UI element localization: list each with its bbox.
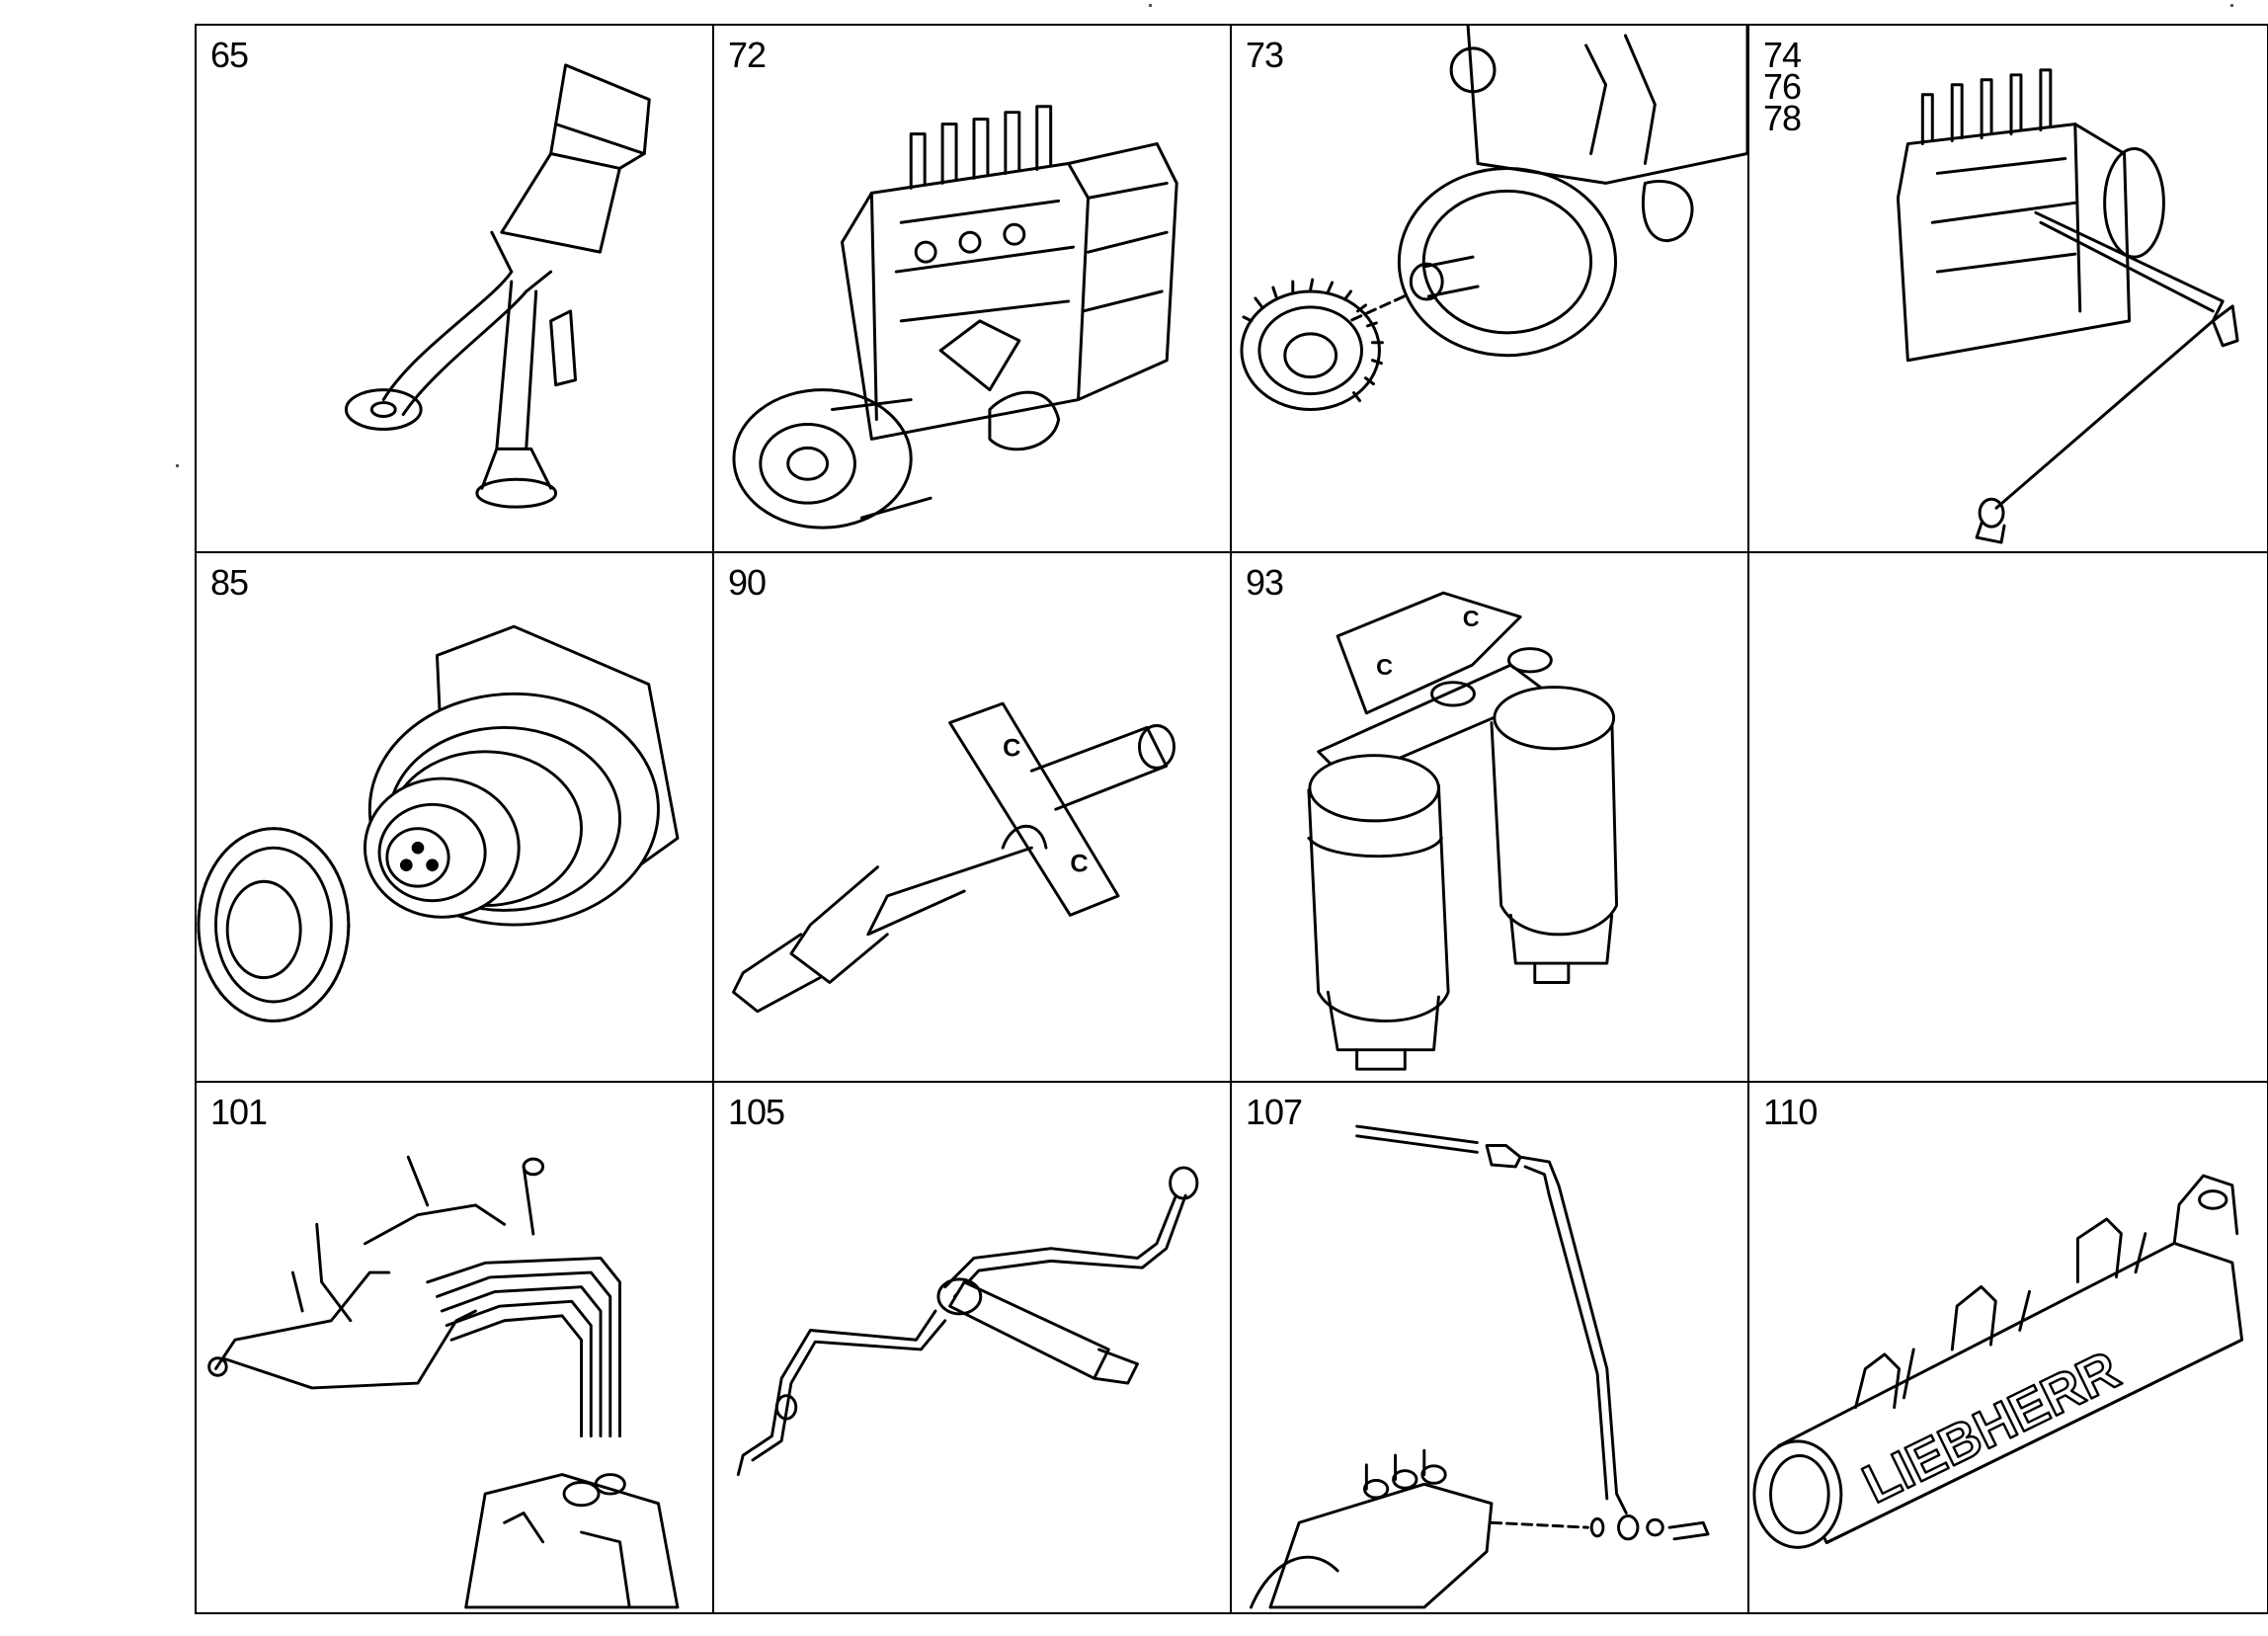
- cell-empty: [1749, 553, 2267, 1083]
- cell-73: 73: [1232, 26, 1749, 553]
- part-number-label: 65: [210, 35, 249, 75]
- injection-lines-icon: [207, 1155, 680, 1609]
- svg-text:C: C: [1376, 654, 1393, 680]
- scan-speck: [1149, 4, 1152, 7]
- alternator-gear-icon: [197, 624, 680, 1022]
- cell-101: 101: [197, 1083, 714, 1614]
- cell-90: 90 C C: [714, 553, 1232, 1083]
- svg-text:C: C: [1003, 735, 1020, 763]
- part-number-label: 85: [210, 562, 249, 603]
- injection-pump-line-icon: [1896, 68, 2239, 544]
- cell-107: 107: [1232, 1083, 1749, 1614]
- cell-110: 110 LIEBHERR: [1749, 1083, 2267, 1614]
- part-number-label: 110: [1763, 1092, 1818, 1132]
- intake-manifold-icon: LIEBHERR: [1752, 1174, 2244, 1549]
- svg-text:C: C: [1070, 851, 1088, 878]
- cell-74-76-78: 74 76 78: [1749, 26, 2267, 553]
- cell-105: 105: [714, 1083, 1232, 1614]
- cell-72: 72: [714, 26, 1232, 553]
- part-number-label: 90: [728, 562, 767, 603]
- part-number-label: 101: [210, 1092, 268, 1132]
- part-number-label: 73: [1246, 35, 1284, 75]
- part-number-label: 107: [1246, 1092, 1303, 1132]
- pump-drive-gear-icon: [1240, 26, 1747, 412]
- part-number-label: 74 76 78: [1763, 35, 1802, 138]
- injector-nozzle-icon: C C: [732, 701, 1175, 1014]
- part-number-label: 72: [728, 35, 767, 75]
- svg-text:C: C: [1463, 606, 1480, 631]
- part-number-label: 105: [728, 1092, 785, 1132]
- cell-85: 85: [197, 553, 714, 1083]
- scan-speck: [176, 464, 179, 467]
- cell-93: 93 C C: [1232, 553, 1749, 1083]
- scan-speck: [2230, 4, 2233, 7]
- twin-fuel-filter-icon: C C: [1307, 591, 1619, 1071]
- parts-illustration-grid: 65 72: [195, 24, 2268, 1614]
- return-line-icon: [1250, 1124, 1710, 1609]
- injector-line-icon: [736, 1166, 1199, 1477]
- injection-pump-icon: [732, 105, 1178, 530]
- cell-65: 65: [197, 26, 714, 553]
- oil-suction-pipe-icon: [344, 63, 651, 509]
- part-number-label: 93: [1246, 562, 1284, 603]
